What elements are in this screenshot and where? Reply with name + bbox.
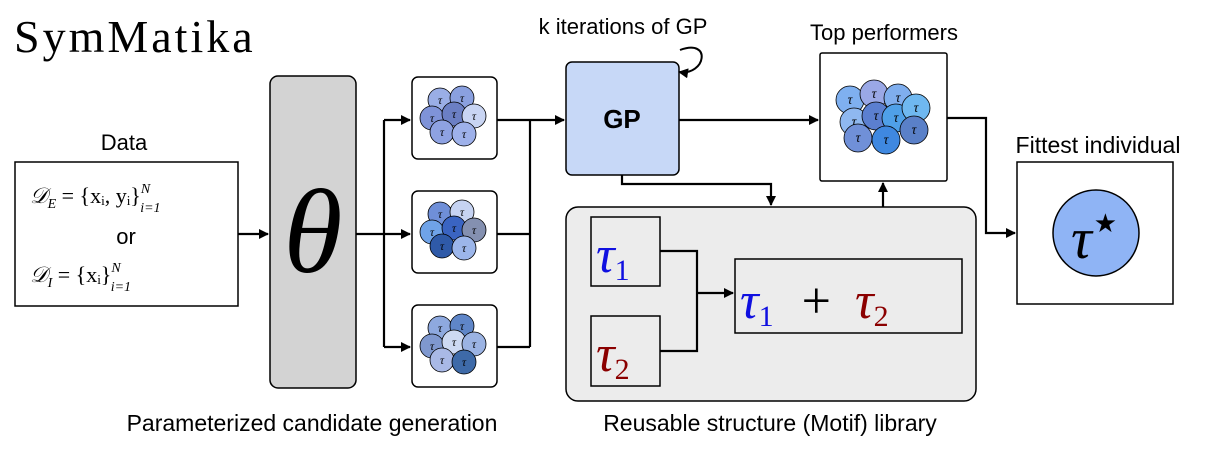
tau-node-label: τ [452, 109, 457, 121]
motif-library-box: τ1 τ2 τ1+τ2 [565, 206, 977, 402]
tau-node-label: τ [472, 339, 477, 351]
tau-node-label: τ [438, 95, 443, 107]
tau-node-label: τ [460, 321, 465, 333]
tau-node-label: τ [452, 337, 457, 349]
tau-node-label: τ [872, 86, 878, 101]
tau-individual-node [451, 121, 477, 147]
motif-tau1: τ1 [596, 227, 630, 287]
tau-node-label: τ [472, 111, 477, 123]
tau-node-label: τ [884, 132, 890, 147]
tau-individual-node [899, 115, 929, 145]
tau-node-label: τ [874, 108, 880, 123]
tau-node-label: τ [440, 241, 445, 253]
theta-symbol: θ [284, 165, 343, 298]
motif-library-label: Reusable structure (Motif) library [603, 410, 937, 436]
tau-node-label: τ [430, 113, 435, 125]
motif-combined-expression: τ1+τ2 [740, 273, 889, 333]
tau-node-label: τ [440, 127, 445, 139]
tau-node-label: τ [852, 114, 858, 129]
gp-loop-arrow [678, 46, 703, 79]
top-performers-label: Top performers [810, 20, 958, 45]
fittest-individual-box: τ★ [1016, 161, 1174, 305]
arrow-top-to-fittest [947, 116, 1016, 238]
tau-node-label: τ [452, 223, 457, 235]
data-label: Data [101, 130, 148, 155]
tau-node-label: τ [462, 243, 467, 255]
tau-node-label: τ [848, 92, 854, 107]
tau-node-label: τ [430, 227, 435, 239]
tau-node-label: τ [462, 357, 467, 369]
connectors [238, 115, 1016, 353]
data-or: or [116, 224, 136, 249]
tau-node-label: τ [460, 207, 465, 219]
tau-node-label: τ [440, 355, 445, 367]
candidate-generation-label: Parameterized candidate generation [127, 410, 498, 436]
gp-label: GP [603, 104, 641, 134]
fittest-tau-star: τ★ [1071, 206, 1117, 271]
motif-tau2: τ2 [596, 326, 630, 386]
tau-node-label: τ [896, 90, 902, 105]
fittest-individual-label: Fittest individual [1016, 132, 1181, 158]
k-iterations-label: k iterations of GP [539, 14, 708, 39]
tau-node-label: τ [438, 209, 443, 221]
title: SymMatika [14, 11, 256, 62]
tau-node-label: τ [894, 110, 900, 125]
tau-node-label: τ [912, 122, 918, 137]
motif-combined-box [734, 258, 963, 334]
arrow-gp-to-motif [620, 175, 776, 206]
theta-box: θ [269, 75, 357, 389]
tau-node-label: τ [472, 225, 477, 237]
tau-individual-node [451, 349, 477, 375]
tau-node-label: τ [460, 93, 465, 105]
tau-node-label: τ [856, 130, 862, 145]
tau-node-label: τ [438, 323, 443, 335]
tau-individual-node [451, 235, 477, 261]
tau-individual-node [871, 125, 901, 155]
tau-node-label: τ [430, 341, 435, 353]
tau-node-label: τ [914, 100, 920, 115]
gp-box: GP [565, 61, 680, 176]
tau-node-label: τ [462, 129, 467, 141]
